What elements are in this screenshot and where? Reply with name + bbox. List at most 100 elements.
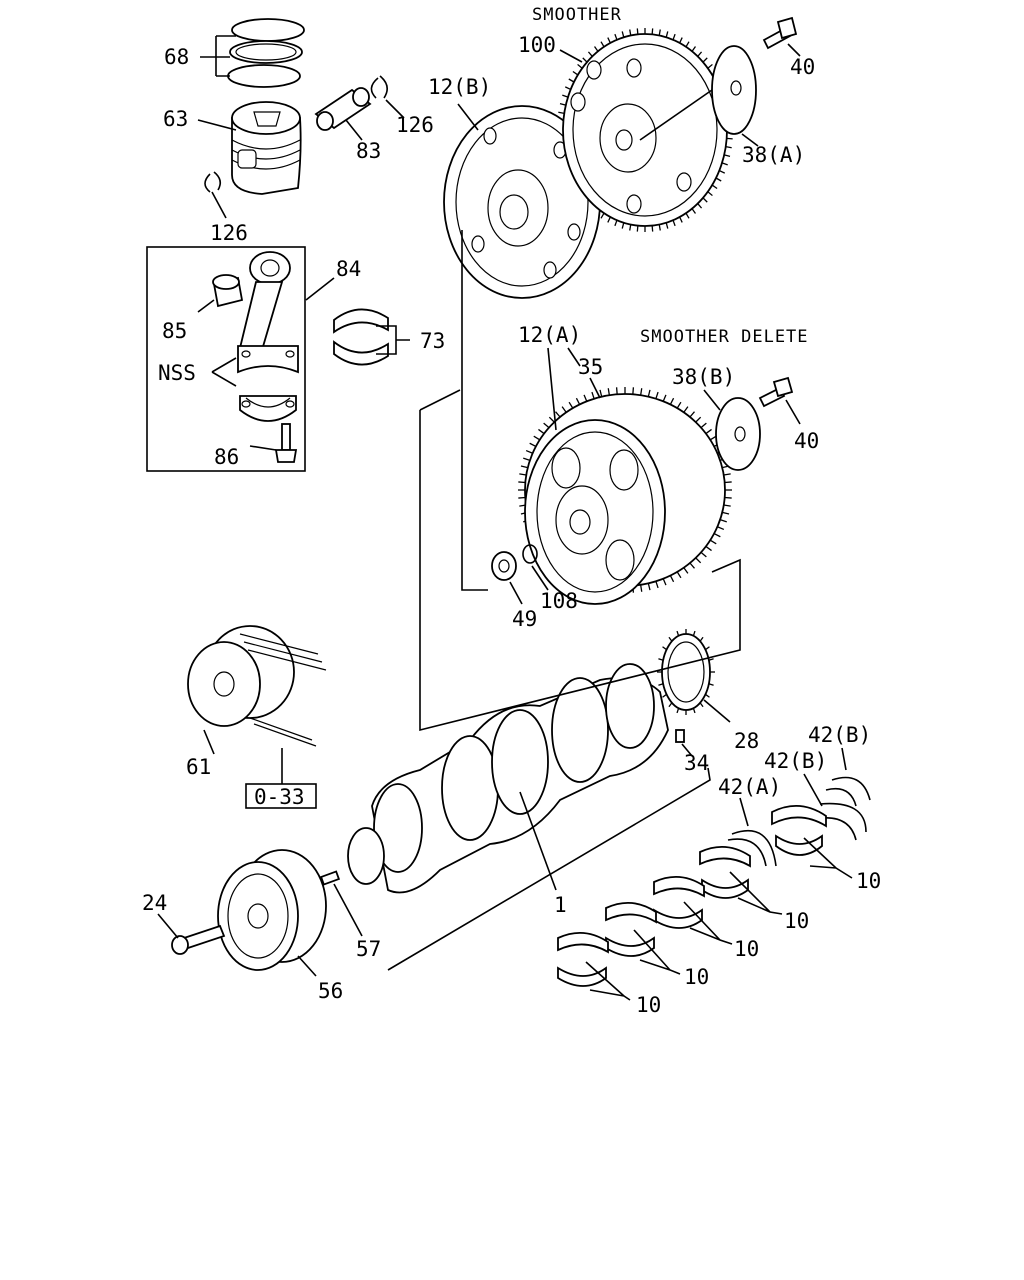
gear-tooth (658, 29, 661, 36)
gear-tooth (520, 465, 528, 469)
gear-tooth (629, 29, 632, 36)
crank-gear-28 (661, 633, 711, 711)
header-smoother: SMOOTHER (532, 5, 622, 25)
callout-100: 100 (518, 33, 556, 57)
callout-49: 49 (512, 607, 537, 631)
connecting-rod-84 (237, 251, 299, 374)
gear-tooth (679, 216, 683, 223)
callout-10-4: 10 (684, 965, 709, 989)
callout-38a: 38(A) (742, 143, 805, 167)
gear-tooth (523, 457, 531, 461)
gear-tooth (640, 388, 643, 396)
callout-40-upper: 40 (790, 55, 815, 79)
callout-56: 56 (318, 979, 343, 1003)
callout-35: 35 (578, 355, 603, 379)
gear-tooth (689, 411, 695, 418)
gear-tooth (679, 37, 683, 44)
conrod-bearing-73 (333, 308, 389, 366)
callout-42b-2: 42(B) (764, 749, 827, 773)
gear-tooth (543, 422, 550, 429)
piston-pin-83 (314, 87, 372, 131)
gear-tooth (582, 57, 588, 63)
gear-tooth (607, 216, 611, 223)
gear-tooth (647, 389, 651, 397)
main-bearing-10-2 (699, 846, 751, 899)
gear-tooth (707, 63, 713, 69)
gear-tooth (614, 33, 618, 41)
header-smoother-delete: SMOOTHER DELETE (640, 327, 809, 347)
callout-42a: 42(A) (718, 775, 781, 799)
gear-tooth (672, 33, 676, 41)
gear-tooth (640, 584, 643, 592)
gear-tooth (615, 387, 618, 395)
gear-tooth (632, 387, 635, 395)
gear-tooth (672, 219, 676, 227)
gear-tooth (647, 583, 651, 591)
snap-ring-126-lower (204, 171, 222, 193)
piston-rings-68 (227, 18, 305, 88)
crank-pulley-56 (217, 849, 327, 971)
key-57 (319, 870, 341, 886)
callout-24: 24 (142, 891, 167, 915)
callout-40-lower: 40 (794, 429, 819, 453)
plate-38b (715, 397, 761, 471)
callout-84: 84 (336, 257, 361, 281)
gear-tooth (636, 28, 639, 35)
main-bearing-10-4 (605, 902, 657, 957)
gear-tooth (555, 411, 561, 418)
gear-tooth (676, 571, 682, 579)
gear-tooth (719, 169, 726, 174)
gear-tooth (711, 184, 718, 190)
gear-tooth (724, 154, 731, 158)
callout-0-33: 0-33 (254, 785, 305, 809)
gear-tooth (558, 111, 565, 114)
callout-63: 63 (163, 107, 188, 131)
gear-tooth (658, 224, 661, 231)
gear-tooth (724, 496, 732, 499)
crankshaft-1 (347, 663, 669, 894)
main-bearing-10-5 (557, 932, 609, 987)
gear-tooth (722, 511, 730, 515)
gear-tooth (725, 146, 732, 149)
gear-tooth (518, 496, 526, 499)
gear-tooth (572, 70, 579, 76)
gear-tooth (685, 212, 690, 219)
callout-42b-1: 42(B) (808, 723, 871, 747)
callout-108: 108 (540, 589, 578, 613)
gear-tooth (707, 191, 713, 197)
gear-tooth (662, 578, 667, 586)
gear-tooth (655, 391, 659, 399)
callout-10-3: 10 (734, 937, 759, 961)
leader-lines (157, 35, 853, 1001)
gear-tooth (702, 197, 708, 203)
gear-tooth (591, 391, 595, 399)
gear-tooth (697, 203, 703, 209)
gear-tooth (695, 416, 702, 423)
gear-tooth (700, 422, 707, 429)
gear-tooth (676, 401, 682, 409)
gear-tooth (575, 397, 581, 405)
callout-61: 61 (186, 755, 211, 779)
gear-tooth (600, 212, 605, 219)
gear-tooth (621, 222, 625, 229)
gear-tooth (599, 389, 603, 397)
gear-tooth (568, 401, 574, 409)
conrod-group-box (146, 246, 306, 472)
gear-tooth (665, 31, 669, 38)
gear-tooth (689, 562, 695, 569)
gear-tooth (636, 225, 639, 232)
smoother-100 (562, 33, 728, 227)
conrod-cap (239, 395, 297, 422)
callout-10-1: 10 (856, 869, 881, 893)
callout-28: 28 (734, 729, 759, 753)
pilot-bearing-49 (491, 551, 517, 581)
gear-tooth (723, 473, 731, 476)
snap-ring-126-upper (370, 75, 388, 99)
plate-38a (711, 45, 757, 135)
gear-tooth (651, 28, 654, 35)
thrust-washer-42a (727, 829, 777, 867)
gear-tooth (726, 137, 733, 140)
gear-tooth (702, 57, 708, 63)
gear-tooth (519, 473, 527, 476)
callout-10-2: 10 (784, 909, 809, 933)
